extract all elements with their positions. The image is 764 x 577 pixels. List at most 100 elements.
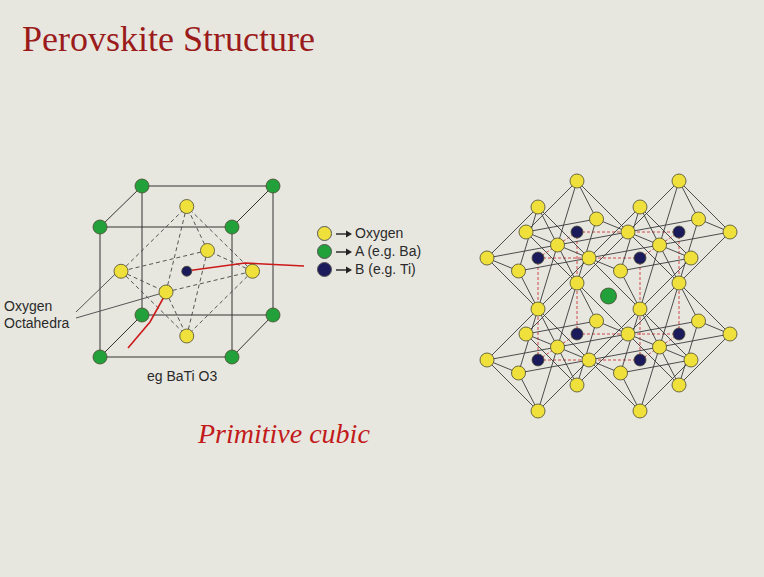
octahedron-edge [589,245,660,258]
octahedron-edge [660,232,731,245]
oxygen-atom [570,378,584,392]
b-atom [532,354,544,366]
oxygen-atom [653,238,667,252]
octahedron-edge [628,321,699,334]
oxygen-atom [531,302,545,316]
cube-edge [100,315,142,357]
octahedron-edge [526,232,577,283]
octahedron-edge [487,347,558,360]
oxygen-atom [633,200,647,214]
oxygen-atom [614,366,628,380]
octahedron-edge [538,309,589,360]
a-atom [266,179,280,193]
oxygen-atom [551,340,565,354]
formula-label-holder: eg BaTi O3 [147,368,217,385]
octahedron-edge [660,334,731,347]
oxygen-atom [582,251,596,265]
oxygen-atom [672,174,686,188]
legend-row: Oxygen [317,225,403,242]
oxygen-atom [531,404,545,418]
octahedron-edge [640,309,691,360]
unit-cell-outline [640,232,679,258]
a-atom [225,350,239,364]
octahedron-edge [589,360,640,411]
octahedron-edge [628,232,679,283]
octahedron-edge [577,283,628,334]
a-atom [135,308,149,322]
oxygen-atom [582,353,596,367]
oxygen-atom [512,366,526,380]
oxygen-atom [614,264,628,278]
oxygen-atom [633,302,647,316]
oxygen-atom [633,404,647,418]
legend-row: A (e.g. Ba) [317,243,421,260]
a-atom [135,179,149,193]
oxygen-atom [114,264,128,278]
octahedron-edge [187,271,253,336]
handwritten-note: Primitive cubic [198,418,370,450]
cube-edge [232,315,273,357]
octahedron-edge [526,321,597,334]
octahedron-edge [121,271,187,336]
a-atom [266,308,280,322]
arrow-head [346,248,352,255]
oxygen-atom [180,200,194,214]
octahedron-edge [558,334,629,347]
a-atom [93,220,107,234]
octahedron-edge [166,271,253,292]
legend-row: B (e.g. Ti) [317,261,416,278]
slide-title: Perovskite Structure [22,18,315,60]
legend-text: A (e.g. Ba) [355,243,421,260]
b-atom [571,226,583,238]
octahedron-edge [558,232,629,245]
oxygen-atom [723,225,737,239]
perovskite-network [480,174,737,418]
octahedron-edge [640,207,691,258]
octahedron-edge [679,181,730,232]
oxygen-atom [531,200,545,214]
octahedron-edge [526,334,577,385]
octahedron-edge [628,219,699,232]
oxygen-atom [590,314,604,328]
octahedron-edge [487,360,538,411]
oxygen-atom [201,244,215,258]
oxygen-atom [519,327,533,341]
legend-text: B (e.g. Ti) [355,261,416,278]
legend-arrow [335,247,353,257]
oxygen-atom [684,353,698,367]
unit-cell-outline [538,334,577,360]
octahedron-edge [589,258,640,309]
oxygen-atom [621,225,635,239]
oxygen-atom [692,314,706,328]
oxygen-atom [621,327,635,341]
octahedron-edge [628,334,679,385]
b-atom [571,328,583,340]
part-label: Oxygen Octahedra [4,298,78,332]
a-atom [93,350,107,364]
legend-arrow [335,265,353,275]
formula-label: eg BaTi O3 [147,368,217,385]
oxygen-atom [480,353,494,367]
arrow-head [346,230,352,237]
oxygen-atom [512,264,526,278]
oxygen-atom [692,212,706,226]
oxygen-atom [570,276,584,290]
octahedron-edge [679,283,730,334]
b-atom [634,354,646,366]
octahedron-edge [589,347,660,360]
oxygen-atom [684,251,698,265]
arrow-head [346,266,352,273]
oxygen-atom [590,212,604,226]
cube-edge [100,186,142,227]
unit-cell-outline [538,232,577,258]
unit-cell-outline [640,334,679,360]
handwritten-note-holder: Primitive cubic [198,418,370,450]
oxygen-atom [653,340,667,354]
octahedron-edge [121,251,208,272]
b-atom [634,252,646,264]
oxygen-atom [246,264,260,278]
oxygen-atom [519,225,533,239]
legend-text: Oxygen [355,225,403,242]
oxygen-atom [570,174,584,188]
